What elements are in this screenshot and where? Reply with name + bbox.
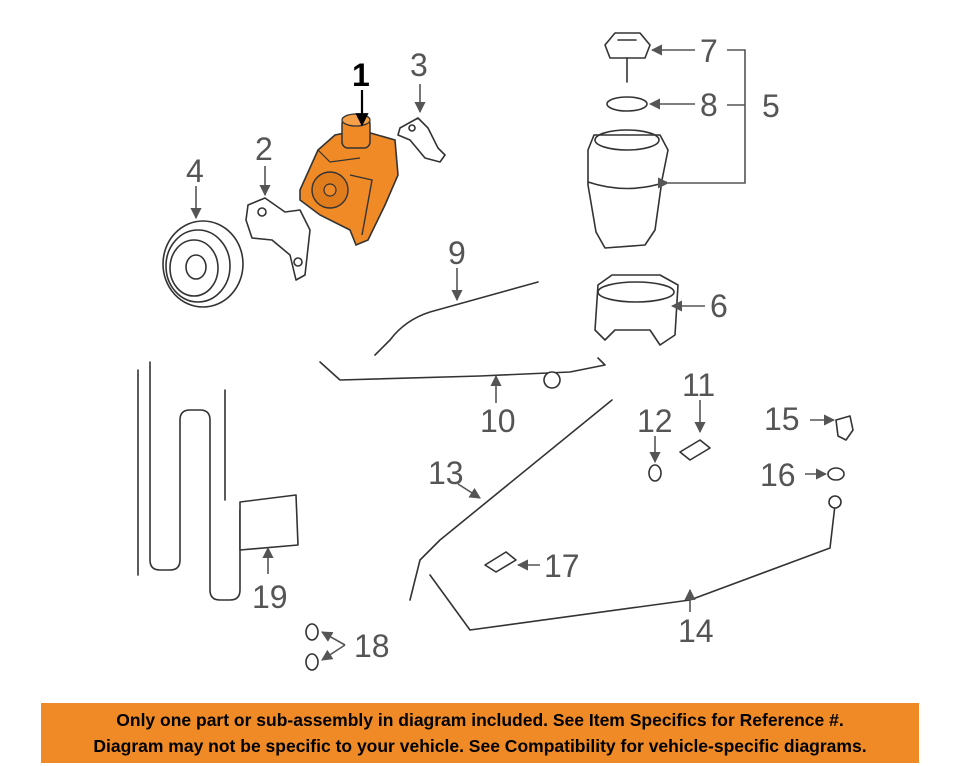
power-steering-pump — [299, 113, 399, 247]
callout-9: 9 — [448, 235, 466, 271]
bolt-15 — [835, 415, 854, 441]
line-10 — [319, 357, 606, 381]
callout-13: 13 — [428, 455, 464, 491]
pulley — [162, 220, 244, 308]
callout-4: 4 — [186, 153, 204, 189]
callout-15: 15 — [764, 401, 800, 437]
line-13 — [409, 399, 613, 601]
bolt-11 — [679, 439, 711, 461]
hose-9 — [374, 281, 539, 356]
reservoir-holder — [594, 274, 679, 346]
bolt-17 — [484, 551, 517, 573]
callout-12: 12 — [637, 403, 673, 439]
callout-6: 6 — [710, 288, 728, 324]
callout-18: 18 — [354, 628, 390, 664]
callout-7: 7 — [700, 33, 718, 69]
callout-2: 2 — [255, 131, 273, 167]
upper-bracket — [397, 117, 446, 163]
callout-19: 19 — [252, 579, 288, 615]
callout-11: 11 — [682, 367, 715, 403]
callout-10: 10 — [480, 403, 516, 439]
washer-18a — [305, 623, 319, 641]
callout-14: 14 — [678, 613, 714, 649]
parts-diagram: 1 2 3 4 5 6 7 8 9 10 11 12 13 14 15 16 1… — [137, 32, 854, 671]
washer-12 — [648, 464, 662, 482]
oil-cooler — [137, 361, 299, 601]
line-10-fitting — [543, 371, 561, 389]
callout-1: 1 — [352, 57, 370, 93]
callout-8: 8 — [700, 87, 718, 123]
leader-lines — [190, 44, 836, 661]
reservoir — [587, 129, 669, 249]
callout-3: 3 — [410, 47, 428, 83]
callout-16: 16 — [760, 457, 796, 493]
washer-16 — [827, 467, 845, 481]
pump-bracket — [245, 197, 311, 281]
reservoir-cap — [604, 32, 651, 83]
washer-18b — [305, 653, 319, 671]
callout-17: 17 — [544, 548, 580, 584]
disclaimer-banner: Only one part or sub-assembly in diagram… — [41, 703, 919, 763]
callout-5: 5 — [762, 88, 780, 124]
seal-ring — [606, 96, 648, 112]
disclaimer-line-1: Only one part or sub-assembly in diagram… — [116, 710, 844, 730]
disclaimer-line-2: Diagram may not be specific to your vehi… — [93, 736, 867, 756]
line-14-fitting — [828, 495, 842, 509]
